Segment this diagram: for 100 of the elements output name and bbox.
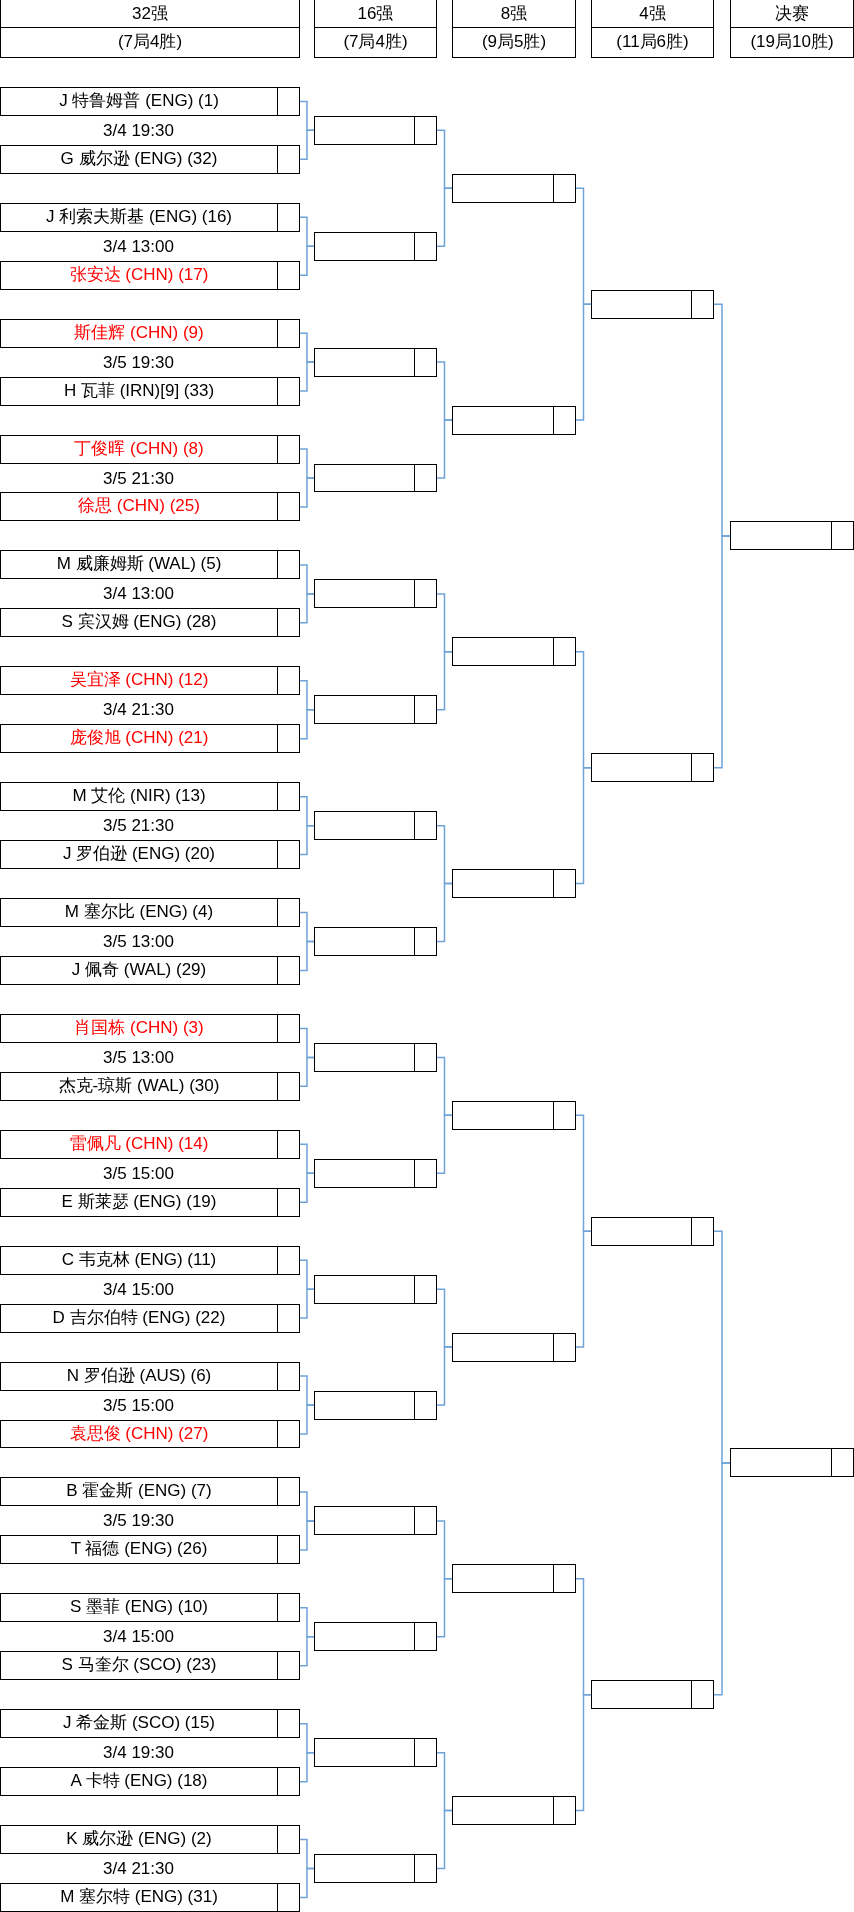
player-box [0, 1361, 300, 1391]
round-name: 16强 [356, 3, 395, 25]
match-time: 3/4 13:00 [102, 235, 175, 258]
player-name: J 利索夫斯基 (ENG) (16) [44, 205, 234, 228]
match-time: 3/4 15:00 [102, 1278, 175, 1301]
bracket-line [713, 1462, 731, 1696]
player-box [0, 1593, 300, 1623]
player-box [0, 434, 300, 464]
player-box [0, 724, 300, 754]
match-time: 3/4 13:00 [102, 583, 175, 606]
bracket-slot [591, 1680, 714, 1710]
player-name: C 韦克林 (ENG) (11) [60, 1248, 218, 1271]
player-box [0, 318, 300, 348]
bracket-line [436, 1578, 453, 1638]
player-box [0, 1013, 300, 1043]
player-name: A 卡特 (ENG) (18) [69, 1770, 209, 1793]
player-name: J 希金斯 (SCO) (15) [61, 1712, 217, 1735]
match-time: 3/4 19:30 [102, 119, 175, 142]
player-box [0, 898, 300, 927]
bracket-slot [314, 463, 437, 493]
bracket-line [299, 1867, 315, 1899]
player-name: H 瓦菲 (IRN)[9] (33) [62, 379, 216, 402]
player-box [0, 1709, 300, 1739]
bracket-slot [730, 521, 854, 551]
player-box [0, 144, 300, 174]
match-format: (7局4胜) [315, 27, 436, 57]
player-name: S 墨菲 (ENG) (10) [69, 1596, 209, 1619]
bracket-slot [452, 173, 576, 203]
bracket-slot [314, 695, 437, 725]
bracket-line [299, 129, 315, 161]
player-name: 斯佳辉 (CHN) (9) [73, 321, 205, 344]
match-format: (19局10胜) [731, 27, 853, 57]
header-cell [452, 0, 576, 58]
round-name: 8强 [499, 3, 529, 25]
match-time: 3/5 13:00 [102, 931, 175, 953]
player-name: K 威尔逊 (ENG) (2) [65, 1828, 213, 1851]
player-name: M 威廉姆斯 (WAL) (5) [55, 553, 223, 576]
bracket-line [436, 1346, 453, 1406]
bracket-slot [314, 1042, 437, 1072]
player-box [0, 782, 300, 812]
bracket-line [436, 1809, 453, 1870]
player-name: N 罗伯逊 (AUS) (6) [65, 1364, 213, 1387]
match-time: 3/4 21:30 [102, 699, 175, 722]
bracket-line [575, 766, 592, 885]
player-name: D 吉尔伯特 (ENG) (22) [51, 1306, 227, 1329]
player-box [0, 1303, 300, 1333]
bracket-line [299, 1288, 315, 1319]
bracket-line [299, 1636, 315, 1667]
player-name: G 威尔逊 (ENG) (32) [59, 147, 219, 170]
match-time: 3/4 21:30 [102, 1858, 175, 1881]
player-box [0, 202, 300, 232]
player-name: S 宾汉姆 (ENG) (28) [60, 611, 218, 634]
bracket-slot [452, 1332, 576, 1362]
bracket-line [299, 1056, 315, 1088]
player-name: 吴宜泽 (CHN) (12) [68, 669, 210, 692]
match-time: 3/4 15:00 [102, 1626, 175, 1649]
player-name: J 特鲁姆普 (ENG) (1) [58, 89, 220, 112]
bracket-line [575, 303, 592, 421]
player-name: E 斯莱瑟 (ENG) (19) [60, 1190, 218, 1213]
player-box [0, 1071, 300, 1101]
bracket-slot [314, 579, 437, 609]
bracket-slot [452, 637, 576, 667]
match-time: 3/5 15:00 [102, 1162, 175, 1185]
player-name: 丁俊晖 (CHN) (8) [73, 437, 205, 460]
match-time: 3/5 21:30 [102, 467, 175, 490]
bracket-slot [452, 1796, 576, 1826]
header-cell [730, 0, 854, 58]
player-box [0, 376, 300, 406]
player-box [0, 1477, 300, 1507]
bracket-line [436, 187, 453, 247]
player-name: 袁思俊 (CHN) (27) [68, 1422, 210, 1445]
bracket-line [436, 419, 453, 479]
player-box [0, 956, 300, 985]
bracket-slot [314, 1390, 437, 1420]
bracket-slot [314, 1738, 437, 1768]
match-time: 3/4 19:30 [102, 1742, 175, 1765]
player-name: B 霍金斯 (ENG) (7) [65, 1480, 213, 1503]
header-cell [0, 0, 300, 58]
bracket-slot [730, 1448, 854, 1478]
bracket-slot [452, 1564, 576, 1594]
bracket-line [299, 593, 315, 624]
player-box [0, 1767, 300, 1797]
bracket-slot [314, 927, 437, 956]
bracket-line [299, 1172, 315, 1203]
bracket-line [299, 940, 315, 972]
player-name: M 艾伦 (NIR) (13) [71, 785, 207, 808]
bracket-line [299, 1404, 315, 1435]
bracket-slot [314, 1158, 437, 1188]
header-cell [314, 0, 437, 58]
bracket-slot [314, 1506, 437, 1536]
player-name: J 佩奇 (WAL) (29) [70, 959, 208, 981]
match-time: 3/5 13:00 [102, 1046, 175, 1069]
bracket-line [299, 709, 315, 740]
player-name: M 塞尔比 (ENG) (4) [63, 901, 215, 924]
bracket-slot [314, 1854, 437, 1883]
bracket-line [436, 1114, 453, 1174]
player-name: 雷佩凡 (CHN) (14) [68, 1132, 210, 1155]
player-name: S 马奎尔 (SCO) (23) [60, 1654, 218, 1677]
player-box [0, 608, 300, 638]
player-box [0, 1883, 300, 1912]
